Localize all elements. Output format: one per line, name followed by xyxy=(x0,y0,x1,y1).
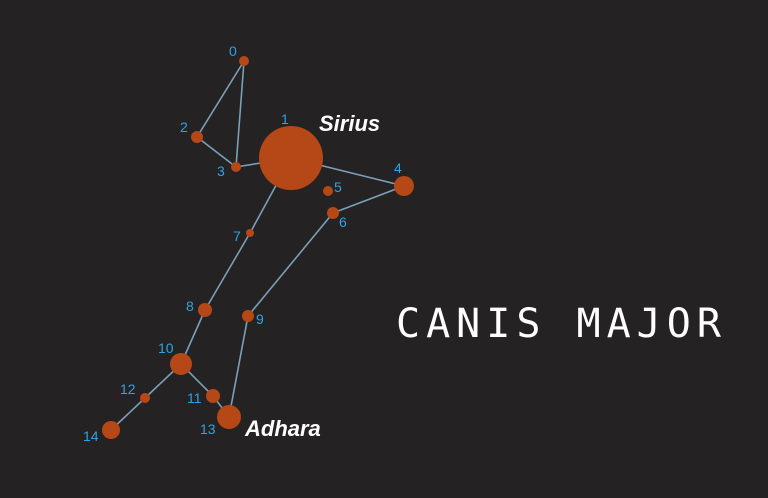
star-label-8: 8 xyxy=(186,298,194,314)
star-2 xyxy=(191,131,203,143)
link-4-6 xyxy=(332,185,405,214)
star-6 xyxy=(327,207,339,219)
star-label-0: 0 xyxy=(229,43,237,59)
star-label-14: 14 xyxy=(83,428,99,444)
star-label-7: 7 xyxy=(233,228,241,244)
link-9-13 xyxy=(228,315,249,418)
link-0-2 xyxy=(196,60,245,138)
link-2-3 xyxy=(196,136,237,168)
link-0-3 xyxy=(235,60,245,168)
star-12 xyxy=(140,393,150,403)
star-10 xyxy=(170,353,192,375)
star-name-adhara: Adhara xyxy=(244,416,321,441)
star-label-5: 5 xyxy=(334,179,342,195)
star-label-11: 11 xyxy=(187,390,202,406)
star-1 xyxy=(259,126,323,190)
star-label-1: 1 xyxy=(281,111,289,127)
link-7-8 xyxy=(204,232,251,311)
star-0 xyxy=(239,56,249,66)
star-9 xyxy=(242,310,254,322)
star-label-4: 4 xyxy=(394,160,402,176)
star-label-9: 9 xyxy=(256,311,264,327)
star-8 xyxy=(198,303,212,317)
constellation-stars xyxy=(102,56,414,439)
star-labels: 0 1 Sirius 2 3 4 5 6 7 8 9 10 11 12 13 Adhara 14 xyxy=(83,43,402,444)
constellation-title: CANIS MAJOR xyxy=(396,301,727,347)
star-label-2: 2 xyxy=(180,119,188,135)
star-14 xyxy=(102,421,120,439)
star-5 xyxy=(323,186,333,196)
star-11 xyxy=(206,389,220,403)
star-label-13: 13 xyxy=(200,421,216,437)
star-7 xyxy=(246,229,254,237)
star-4 xyxy=(394,176,414,196)
star-label-6: 6 xyxy=(339,214,347,230)
star-13 xyxy=(217,405,241,429)
star-label-3: 3 xyxy=(217,163,225,179)
star-label-10: 10 xyxy=(158,340,174,356)
star-name-sirius: Sirius xyxy=(319,111,380,136)
star-3 xyxy=(231,162,241,172)
link-6-9 xyxy=(247,212,334,317)
star-label-12: 12 xyxy=(120,381,136,397)
